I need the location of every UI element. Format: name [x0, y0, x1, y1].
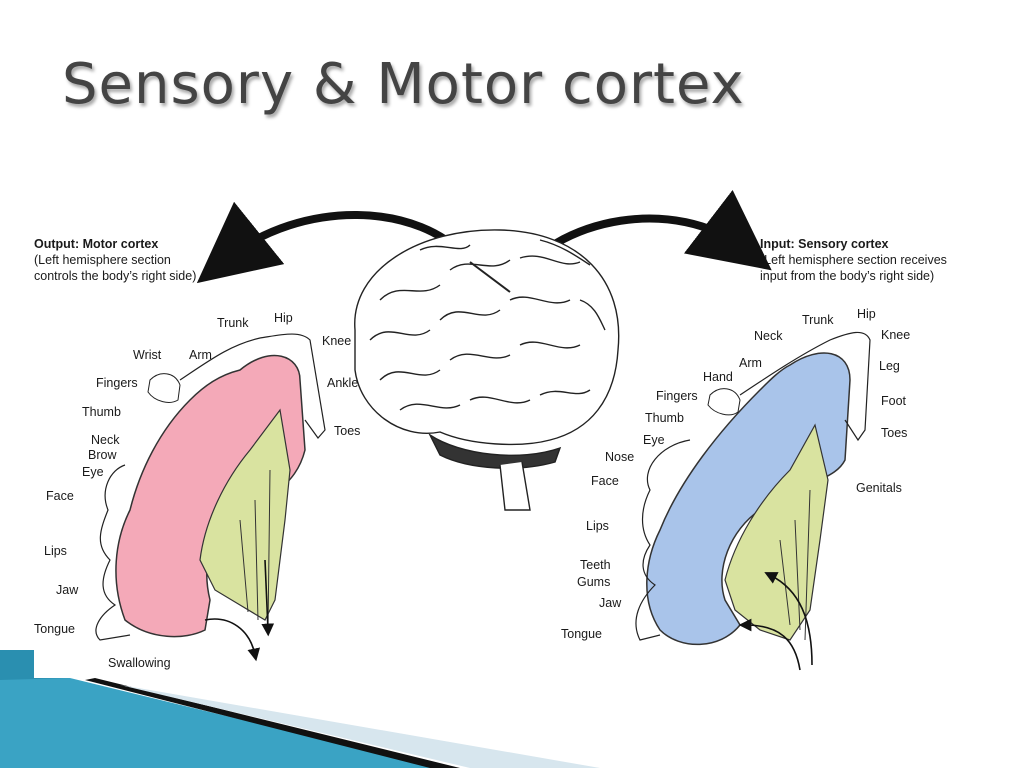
- sensory-label: Gums: [577, 575, 610, 589]
- motor-cortex-strip: [115, 354, 306, 638]
- sensory-label: Nose: [605, 450, 634, 464]
- motor-label: Hip: [274, 311, 293, 325]
- motor-label: Swallowing: [108, 656, 171, 670]
- sensory-cortex-strip: [646, 352, 851, 646]
- sensory-fiber-fan: [724, 423, 829, 641]
- motor-label: Fingers: [96, 376, 138, 390]
- sensory-label: Knee: [881, 328, 910, 342]
- motor-label: Face: [46, 489, 74, 503]
- sensory-label: Neck: [754, 329, 783, 343]
- sensory-label: Jaw: [599, 596, 622, 610]
- motor-label: Jaw: [56, 583, 79, 597]
- sensory-label: Genitals: [856, 481, 902, 495]
- sensory-label: Face: [591, 474, 619, 488]
- sensory-label: Foot: [881, 394, 907, 408]
- sensory-label: Hand: [703, 370, 733, 384]
- sensory-label: Toes: [881, 426, 907, 440]
- motor-label: Knee: [322, 334, 351, 348]
- motor-homunculus: [95, 333, 326, 662]
- sensory-caption: Input: Sensory cortex (Left hemisphere s…: [760, 236, 947, 284]
- motor-label: Lips: [44, 544, 67, 558]
- sensory-label: Teeth: [580, 558, 611, 572]
- decorative-corner-bands: [0, 650, 600, 768]
- sensory-label: Fingers: [656, 389, 698, 403]
- motor-label: Tongue: [34, 622, 75, 636]
- motor-label: Ankle: [327, 376, 358, 390]
- motor-caption-note-2: controls the body’s right side): [34, 269, 197, 283]
- sensory-homunculus: [635, 331, 871, 671]
- motor-caption-heading: Output: Motor cortex: [34, 237, 159, 251]
- sensory-label: Trunk: [802, 313, 834, 327]
- motor-label: Neck: [91, 433, 120, 447]
- sensory-label: Lips: [586, 519, 609, 533]
- sensory-label: Hip: [857, 307, 876, 321]
- brain-illustration: [354, 229, 620, 511]
- motor-label: Eye: [82, 465, 104, 479]
- motor-caption: Output: Motor cortex (Left hemisphere se…: [34, 236, 196, 284]
- sensory-label: Leg: [879, 359, 900, 373]
- sensory-label: Thumb: [645, 411, 684, 425]
- sensory-caption-note-2: input from the body’s right side): [760, 269, 935, 283]
- sensory-label: Arm: [739, 356, 762, 370]
- motor-caption-note-1: (Left hemisphere section: [34, 253, 171, 267]
- sensory-labels: Hip Trunk Knee Neck Leg Arm Hand Fingers…: [561, 307, 910, 641]
- motor-labels: Trunk Hip Knee Wrist Arm Ankle Fingers T…: [34, 311, 360, 670]
- motor-label: Trunk: [217, 316, 249, 330]
- motor-label: Brow: [88, 448, 117, 462]
- sensory-label: Eye: [643, 433, 665, 447]
- motor-label: Wrist: [133, 348, 162, 362]
- sensory-label: Tongue: [561, 627, 602, 641]
- sensory-caption-heading: Input: Sensory cortex: [760, 237, 889, 251]
- motor-label: Thumb: [82, 405, 121, 419]
- slide-title: Sensory & Motor cortex: [62, 52, 745, 117]
- motor-label: Arm: [189, 348, 212, 362]
- motor-label: Toes: [334, 424, 360, 438]
- sensory-caption-note-1: (Left hemisphere section receives: [760, 253, 947, 267]
